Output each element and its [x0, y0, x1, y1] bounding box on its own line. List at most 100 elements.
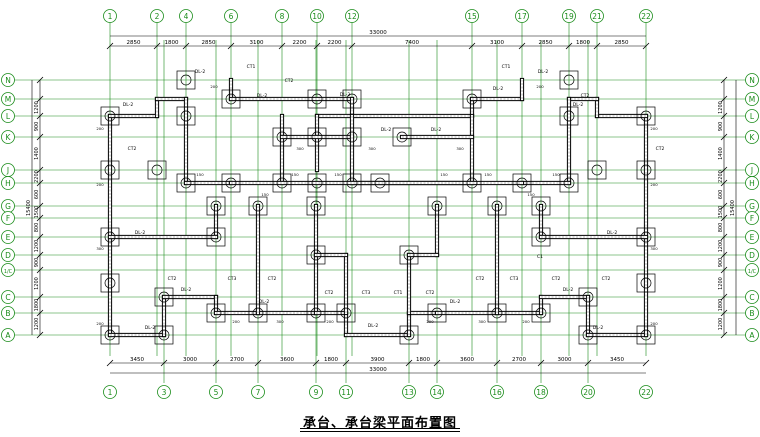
dim-bottom-tick [537, 359, 545, 367]
annotation-label: CT2 [552, 276, 561, 282]
pile-cap-outline [578, 325, 598, 345]
pile-cap [154, 287, 174, 307]
axis-bubble-top-17-circle [515, 9, 529, 23]
axis-bubble-left-G: G [1, 199, 15, 213]
pile-cap-outline [176, 173, 196, 193]
pile-cap-outline [221, 173, 241, 193]
dim-left-label: 900 [34, 122, 40, 132]
pile-circle [563, 74, 575, 86]
pile-circle [310, 200, 322, 212]
pile-cap [307, 89, 327, 109]
dim-bottom-tick [254, 359, 262, 367]
axis-bubble-top-10-label: 10 [312, 12, 322, 21]
axis-bubble-bottom-18-label: 18 [536, 388, 546, 397]
axis-bubble-right-L-label: L [750, 112, 755, 121]
axis-bubble-left-E: E [1, 230, 15, 244]
axis-bubble-left-H-label: H [5, 179, 11, 188]
annotation-label: CT3 [228, 276, 237, 282]
axis-bubble-right-D: D [745, 248, 759, 262]
dim-top-tick [227, 42, 235, 50]
dim-right-tick [720, 309, 728, 317]
annotation-label: DL-2 [145, 325, 156, 331]
pile-cap-outline [392, 127, 412, 147]
dim-right-tick [720, 251, 728, 259]
axis-bubble-bottom-11-circle [339, 385, 353, 399]
pile-cap [399, 325, 419, 345]
pile-circle [346, 131, 358, 143]
annotation-label: CT2 [656, 146, 665, 152]
pile-circle [591, 164, 603, 176]
dim-bottom-tick [212, 359, 220, 367]
axis-bubble-left-L-label: L [6, 112, 11, 121]
axis-bubble-bottom-13-circle [402, 385, 416, 399]
title-underline [300, 428, 460, 429]
pile-cap [176, 70, 196, 90]
pile-cap-outline [154, 287, 174, 307]
axis-bubble-bottom-11: 11 [339, 385, 353, 399]
dim-top-tick [153, 42, 161, 50]
axis-bubble-bottom-13: 13 [402, 385, 416, 399]
dim-right-tick [720, 331, 728, 339]
dim-left-tick [36, 309, 44, 317]
axis-bubble-right-D-label: D [749, 251, 755, 260]
axis-bubble-bottom-3-circle [157, 385, 171, 399]
dim-top-total-label: 33000 [369, 30, 387, 36]
pile-cap [100, 160, 120, 180]
dim-right-tick [720, 112, 728, 120]
pile-cap-outline [531, 303, 551, 323]
axis-bubble-right-N-label: N [749, 76, 755, 85]
annotation-label: DL-2 [593, 325, 604, 331]
pile-cap [248, 303, 268, 323]
axis-bubble-bottom-16: 16 [490, 385, 504, 399]
annotation-label: CT2 [602, 276, 611, 282]
pile-cap [559, 173, 579, 193]
dim-left-label: 600 [34, 190, 40, 200]
dim-bottom-tick [342, 359, 350, 367]
axis-bubble-bottom-5-circle [209, 385, 223, 399]
dim-left-label: 1200 [34, 318, 40, 331]
pile-circle [346, 93, 358, 105]
dim-left-tick [36, 251, 44, 259]
axis-bubble-left-F-circle [1, 211, 15, 225]
annotation-label: CT3 [510, 276, 519, 282]
pile-cap-outline [272, 127, 292, 147]
axis-bubble-right-G: G [745, 199, 759, 213]
axis-bubble-top-22: 22 [639, 9, 653, 23]
axis-bubble-right-B: B [745, 306, 759, 320]
dim-bottom-label: 2700 [512, 357, 526, 363]
wall-thickness-label: 200 [96, 321, 104, 326]
pile-cap [636, 325, 656, 345]
dim-right-label: 1400 [718, 147, 724, 160]
annotation-label: CT2 [128, 146, 137, 152]
pile-circle [396, 131, 408, 143]
dim-right-label: 1800 [718, 299, 724, 312]
pile-cap-outline [399, 325, 419, 345]
pile-cap [206, 227, 226, 247]
axis-bubble-top-21-circle [590, 9, 604, 23]
pile-circle [104, 164, 116, 176]
dim-right-tick [720, 95, 728, 103]
axis-bubble-right-H: H [745, 176, 759, 190]
axis-bubble-right-M: M [745, 92, 759, 106]
axis-bubble-right-B-circle [745, 306, 759, 320]
pile-cap [307, 127, 327, 147]
wall-thickness-label: 300 [96, 246, 104, 251]
axis-bubble-right-J: J [745, 163, 759, 177]
axis-bubble-top-4: 4 [179, 9, 193, 23]
annotation-label: CT2 [268, 276, 277, 282]
title-underline-double [300, 431, 460, 432]
pile-circle [210, 307, 222, 319]
pile-circle [346, 177, 358, 189]
pile-cap [587, 160, 607, 180]
axis-bubble-left-J: J [1, 163, 15, 177]
dim-bottom-label: 2700 [230, 357, 244, 363]
annotation-label: CT2 [581, 93, 590, 99]
pile-cap [487, 303, 507, 323]
axis-bubble-top-6-circle [224, 9, 238, 23]
annotation-label: DL-2 [181, 287, 192, 293]
wall-thickness-label: 200 [326, 319, 334, 324]
pile-circle [104, 231, 116, 243]
pile-circle [252, 200, 264, 212]
